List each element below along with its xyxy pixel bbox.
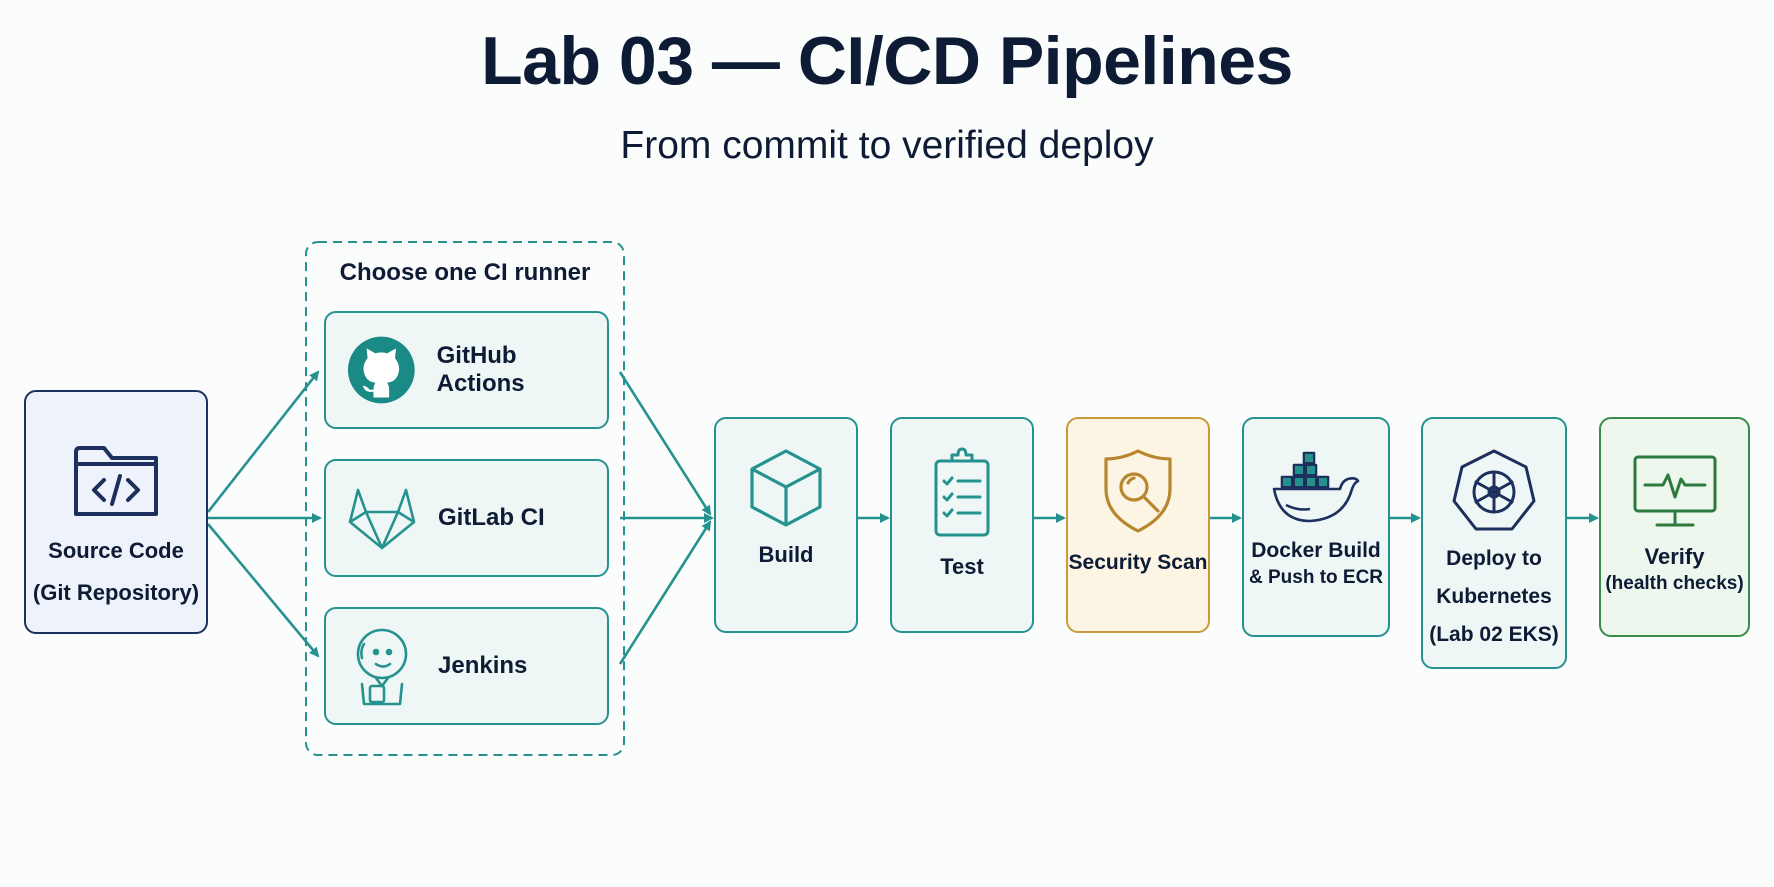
- jenkins-icon: [356, 628, 408, 706]
- runner-gitlab-label: GitLab CI: [438, 504, 545, 531]
- github-icon: [347, 336, 415, 404]
- stage-verify-sublabel: (health checks): [1605, 573, 1744, 594]
- stage-docker-label: Docker Build: [1251, 539, 1381, 562]
- gitlab-icon: [348, 488, 416, 550]
- stage-security-scan: Security Scan: [1066, 417, 1210, 633]
- page-title: Lab 03 — CI/CD Pipelines: [481, 23, 1293, 99]
- runner-jenkins-label: Jenkins: [438, 652, 528, 679]
- runner-github-actions: GitHub Actions: [324, 311, 609, 429]
- cube-icon: [750, 449, 822, 527]
- stage-deploy-label: Deploy to: [1446, 547, 1542, 570]
- arrow-jenkins-to-build: [618, 520, 712, 665]
- stage-deploy-sublabel-eks: (Lab 02 EKS): [1429, 623, 1559, 646]
- stage-build-label: Build: [758, 542, 814, 567]
- kubernetes-icon: [1452, 449, 1536, 531]
- page-subtitle: From commit to verified deploy: [620, 124, 1154, 167]
- stage-docker-build: Docker Build & Push to ECR: [1242, 417, 1390, 637]
- stage-verify: Verify (health checks): [1599, 417, 1750, 637]
- stage-security-scan-label: Security Scan: [1068, 551, 1208, 574]
- source-code-node: Source Code (Git Repository): [24, 390, 208, 634]
- stage-deploy-sublabel: Kubernetes: [1436, 585, 1552, 608]
- stage-test: Test: [890, 417, 1034, 633]
- runner-github-label: GitHub Actions: [436, 342, 525, 397]
- source-code-label: Source Code: [48, 538, 184, 563]
- folder-code-icon: [74, 446, 158, 516]
- arrow-source-to-github: [206, 370, 320, 513]
- source-code-sublabel: (Git Repository): [32, 580, 200, 605]
- arrow-github-to-build: [618, 371, 712, 516]
- runner-gitlab-ci: GitLab CI: [324, 459, 609, 577]
- docker-icon: [1272, 451, 1360, 523]
- clipboard-checklist-icon: [934, 447, 990, 537]
- runner-group-frame: [305, 241, 625, 756]
- stage-build: Build: [714, 417, 858, 633]
- stage-deploy-kubernetes: Deploy to Kubernetes (Lab 02 EKS): [1421, 417, 1567, 669]
- stage-test-label: Test: [940, 554, 984, 579]
- monitor-pulse-icon: [1633, 455, 1716, 527]
- arrow-source-to-jenkins: [207, 523, 320, 658]
- shield-search-icon: [1104, 449, 1172, 533]
- runner-group-label: Choose one CI runner: [339, 259, 591, 286]
- stage-docker-sublabel: & Push to ECR: [1248, 567, 1384, 588]
- stage-verify-label: Verify: [1644, 544, 1705, 569]
- runner-jenkins: Jenkins: [324, 607, 609, 725]
